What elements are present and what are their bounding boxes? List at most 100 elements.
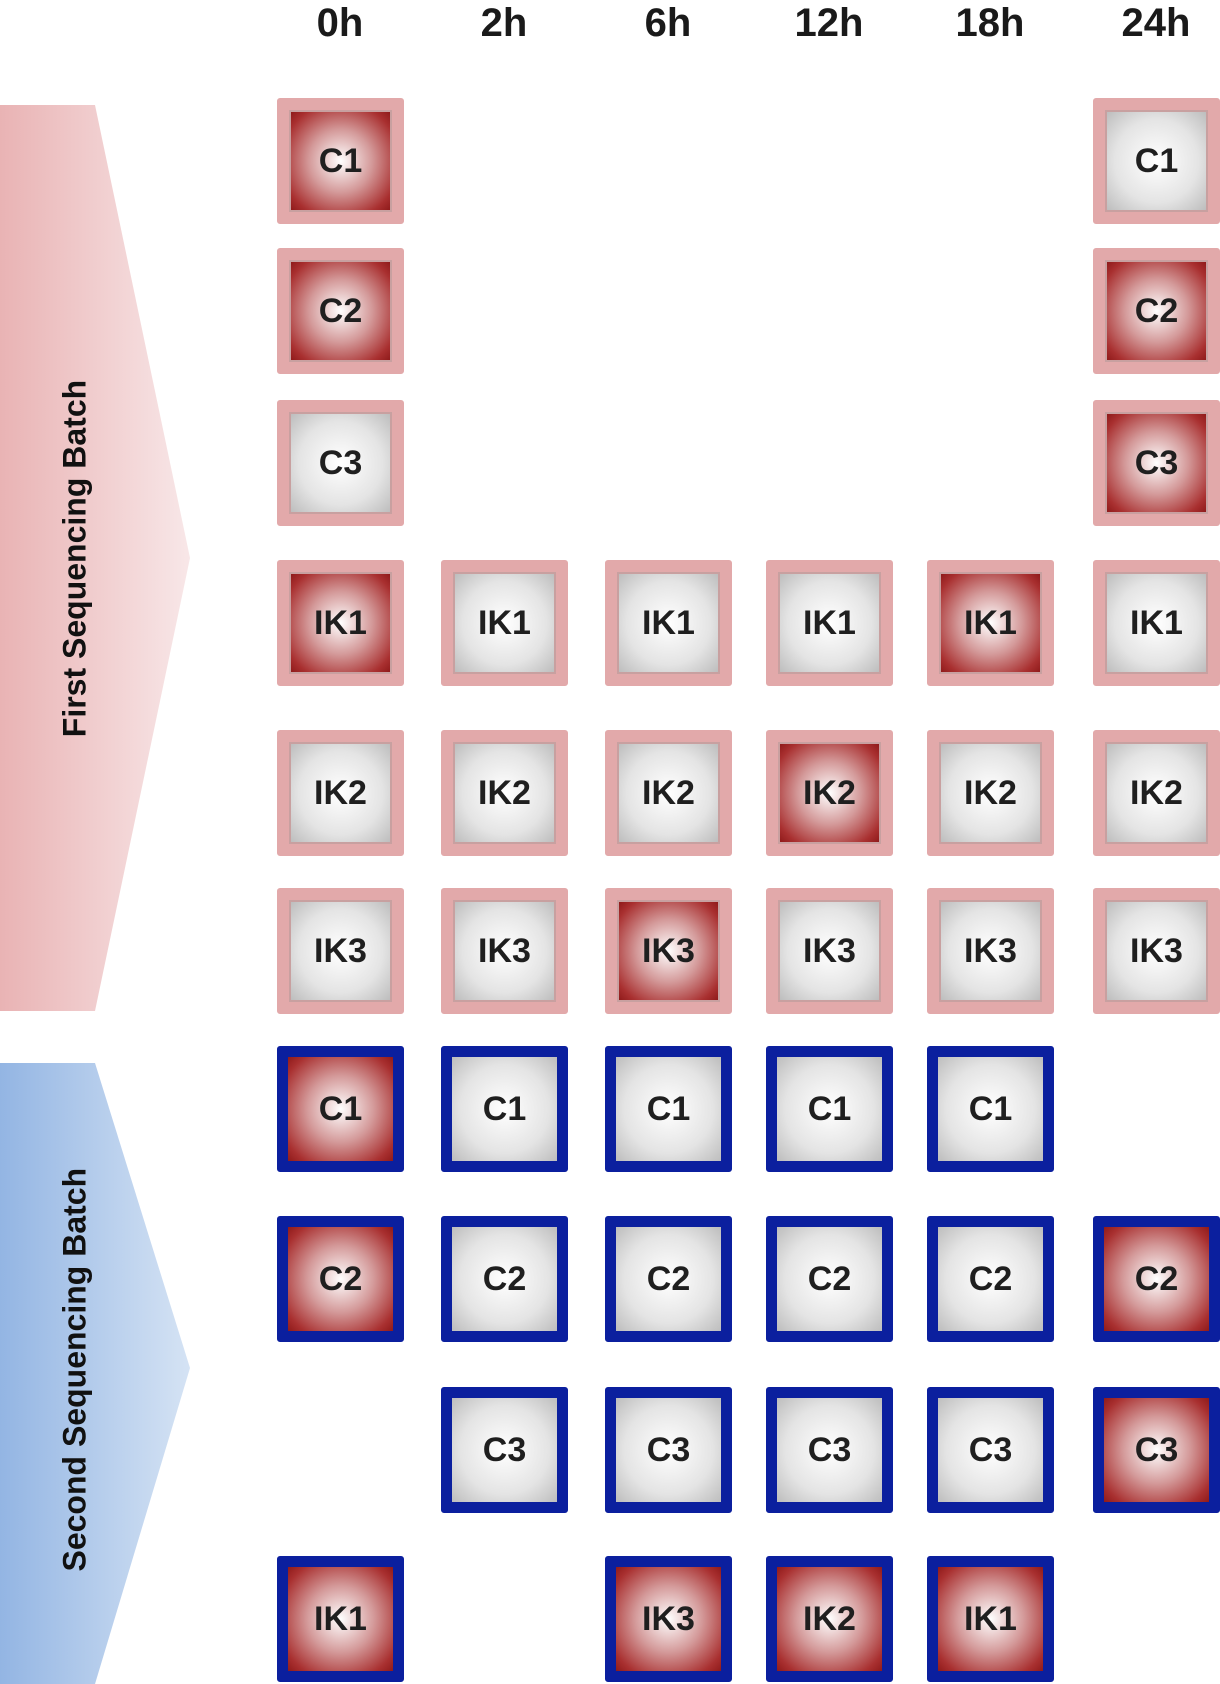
sample-box: IK1	[277, 560, 404, 686]
sample-box: IK2	[277, 730, 404, 856]
sample-label: IK1	[938, 1567, 1043, 1671]
sample-label: IK3	[1105, 900, 1208, 1002]
sample-label: C1	[777, 1057, 882, 1161]
sample-label: C2	[1105, 260, 1208, 362]
sample-box: IK2	[441, 730, 568, 856]
sample-label: C1	[289, 110, 392, 212]
sample-box: IK2	[766, 1556, 893, 1682]
sample-label: C1	[938, 1057, 1043, 1161]
sample-label: IK1	[289, 572, 392, 674]
sample-box: IK3	[766, 888, 893, 1014]
sample-box: C1	[277, 1046, 404, 1172]
sample-label: IK2	[289, 742, 392, 844]
sample-box: IK2	[605, 730, 732, 856]
batch-arrow-second: Second Sequencing Batch	[0, 1063, 190, 1684]
batch-label-second: Second Sequencing Batch	[56, 1167, 93, 1572]
sample-box: C3	[766, 1387, 893, 1513]
sample-label: C2	[289, 260, 392, 362]
sample-box: IK1	[927, 1556, 1054, 1682]
sample-box: IK3	[277, 888, 404, 1014]
sample-box: IK3	[605, 888, 732, 1014]
sample-label: C2	[288, 1227, 393, 1331]
chevron-arrow-icon	[0, 1063, 190, 1684]
sample-label: IK1	[288, 1567, 393, 1671]
sample-label: IK1	[617, 572, 720, 674]
sample-label: IK3	[453, 900, 556, 1002]
sample-label: IK3	[778, 900, 881, 1002]
sample-box: C3	[927, 1387, 1054, 1513]
sample-label: C3	[289, 412, 392, 514]
sample-label: C2	[452, 1227, 557, 1331]
sample-box: IK2	[927, 730, 1054, 856]
sample-box: C3	[1093, 400, 1220, 526]
time-header-6h: 6h	[644, 1, 692, 45]
sample-box: C2	[927, 1216, 1054, 1342]
sample-box: IK1	[927, 560, 1054, 686]
sample-label: C1	[616, 1057, 721, 1161]
sample-box: C1	[927, 1046, 1054, 1172]
sample-label: C2	[1104, 1227, 1209, 1331]
time-header-12h: 12h	[794, 1, 864, 45]
sample-box: IK2	[1093, 730, 1220, 856]
sample-box: C2	[605, 1216, 732, 1342]
sample-label: C1	[1105, 110, 1208, 212]
sample-box: C3	[1093, 1387, 1220, 1513]
sample-box: IK3	[1093, 888, 1220, 1014]
sample-box: C2	[1093, 1216, 1220, 1342]
sample-label: C3	[1105, 412, 1208, 514]
sample-label: C3	[777, 1398, 882, 1502]
sample-label: C3	[1104, 1398, 1209, 1502]
sample-label: C2	[777, 1227, 882, 1331]
sample-label: IK3	[289, 900, 392, 1002]
sample-box: C1	[277, 98, 404, 224]
sample-box: IK2	[766, 730, 893, 856]
sample-label: IK3	[616, 1567, 721, 1671]
sample-box: IK1	[1093, 560, 1220, 686]
sample-label: IK1	[939, 572, 1042, 674]
sample-box: IK1	[605, 560, 732, 686]
batch-arrow-first: First Sequencing Batch	[0, 105, 190, 1011]
sample-box: C2	[766, 1216, 893, 1342]
sample-label: C3	[938, 1398, 1043, 1502]
time-header-0h: 0h	[316, 1, 364, 45]
sample-label: IK3	[617, 900, 720, 1002]
chevron-arrow-icon	[0, 105, 190, 1011]
sample-label: IK2	[778, 742, 881, 844]
time-header-24h: 24h	[1121, 1, 1191, 45]
sample-box: IK3	[441, 888, 568, 1014]
time-header-2h: 2h	[480, 1, 528, 45]
sample-label: IK2	[1105, 742, 1208, 844]
sample-box: C1	[441, 1046, 568, 1172]
sample-box: C1	[605, 1046, 732, 1172]
sample-box: C1	[1093, 98, 1220, 224]
time-header-18h: 18h	[955, 1, 1025, 45]
sample-box: C2	[277, 1216, 404, 1342]
sample-label: IK2	[939, 742, 1042, 844]
sample-label: IK2	[453, 742, 556, 844]
batch-label-first: First Sequencing Batch	[56, 379, 93, 738]
sample-label: IK2	[777, 1567, 882, 1671]
sample-box: C2	[441, 1216, 568, 1342]
sample-box: C3	[441, 1387, 568, 1513]
sample-label: IK1	[1105, 572, 1208, 674]
sample-label: IK2	[617, 742, 720, 844]
sample-box: IK1	[277, 1556, 404, 1682]
sample-box: C3	[605, 1387, 732, 1513]
sample-box: C2	[277, 248, 404, 374]
sample-box: C2	[1093, 248, 1220, 374]
sample-label: IK1	[778, 572, 881, 674]
sample-box: C3	[277, 400, 404, 526]
sample-label: IK3	[939, 900, 1042, 1002]
sample-box: C1	[766, 1046, 893, 1172]
sample-label: C1	[288, 1057, 393, 1161]
sample-label: C2	[938, 1227, 1043, 1331]
sample-box: IK3	[927, 888, 1054, 1014]
sample-label: C1	[452, 1057, 557, 1161]
sample-box: IK1	[441, 560, 568, 686]
sample-label: C3	[452, 1398, 557, 1502]
sample-label: C3	[616, 1398, 721, 1502]
sample-box: IK3	[605, 1556, 732, 1682]
sample-label: C2	[616, 1227, 721, 1331]
sample-label: IK1	[453, 572, 556, 674]
sample-box: IK1	[766, 560, 893, 686]
